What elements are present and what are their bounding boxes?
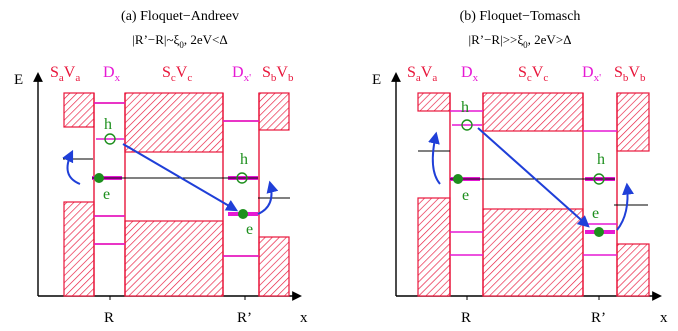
sc-center-lower xyxy=(124,220,224,297)
electron-right xyxy=(238,209,248,219)
panel-b-title: (b) Floquet−Tomasch xyxy=(460,9,581,24)
region-label-sc-vc: ScVc xyxy=(162,64,192,84)
panel-b-quasiparticles: h e h e xyxy=(453,99,605,237)
region-label-sb-vb: SbVb xyxy=(614,64,646,84)
sc-center-upper xyxy=(482,92,584,132)
transfer-arrow xyxy=(477,127,590,228)
panel-b-arrows xyxy=(428,127,634,231)
electron-right-label: e xyxy=(246,221,253,238)
hole-left-label: h xyxy=(461,99,469,116)
panel-b: (b) Floquet−Tomasch |R’−R|>>ξ0, 2eV>Δ Sa… xyxy=(372,9,668,326)
sc-left-upper xyxy=(417,92,451,112)
sc-center-upper xyxy=(124,92,224,153)
region-label-sa-va: SaVa xyxy=(407,64,437,84)
energy-axis-label: E xyxy=(14,72,23,88)
sc-left-lower xyxy=(63,201,95,297)
energy-axis-label: E xyxy=(372,72,381,88)
region-label-dx: Dx xyxy=(461,64,479,84)
region-label-sb-vb: SbVb xyxy=(262,64,294,84)
region-label-sc-vc: ScVc xyxy=(518,64,548,84)
sc-right-upper xyxy=(258,92,290,131)
electron-right-label: e xyxy=(592,205,599,222)
hole-left-label: h xyxy=(104,116,112,133)
panel-a-quasiparticles: h e h e xyxy=(94,116,253,238)
panel-a-title: (a) Floquet−Andreev xyxy=(121,9,239,24)
hole-left xyxy=(104,133,116,145)
electron-left-label: e xyxy=(103,186,110,203)
panel-a-condition: |R’−R|~ξ0, 2eV<Δ xyxy=(132,32,227,50)
region-label-sa-va: SaVa xyxy=(50,64,80,84)
sc-right-lower xyxy=(616,243,650,297)
x-axis-label: x xyxy=(300,310,308,326)
panel-a: (a) Floquet−Andreev |R’−R|~ξ0, 2eV<Δ SaV… xyxy=(14,9,308,326)
panel-a-superconductors xyxy=(63,92,290,297)
panel-b-region-labels: SaVa Dx ScVc Dx' SbVb xyxy=(407,64,646,84)
panel-a-region-labels: SaVa Dx ScVc Dx' SbVb xyxy=(50,64,294,84)
sc-center-lower xyxy=(482,208,584,297)
reflection-arrow-left xyxy=(62,149,81,185)
tick-label-r: R xyxy=(104,310,114,326)
sc-right-lower xyxy=(258,236,290,297)
sc-left-lower xyxy=(417,197,451,297)
panel-b-superconductors xyxy=(417,92,650,297)
region-label-dx-prime: Dx' xyxy=(232,64,251,84)
hole-right xyxy=(593,173,605,185)
electron-left-label: e xyxy=(462,187,469,204)
reflection-arrow-right xyxy=(257,180,279,215)
panel-a-arrows xyxy=(62,143,279,215)
x-axis-label: x xyxy=(660,310,668,326)
reflection-arrow-right xyxy=(616,182,634,231)
tick-label-r-prime: R’ xyxy=(591,310,606,326)
hole-right-label: h xyxy=(240,151,248,168)
hole-left xyxy=(461,119,473,131)
sc-left-upper xyxy=(63,92,95,128)
region-label-dx-prime: Dx' xyxy=(582,64,601,84)
transfer-arrow xyxy=(122,143,239,212)
electron-right xyxy=(594,227,604,237)
sc-right-upper xyxy=(616,92,650,152)
hole-right xyxy=(236,172,248,184)
hole-right-label: h xyxy=(597,151,605,168)
electron-left xyxy=(453,174,463,184)
tick-label-r: R xyxy=(461,310,471,326)
panel-b-condition: |R’−R|>>ξ0, 2eV>Δ xyxy=(468,32,571,50)
electron-left xyxy=(94,173,104,183)
region-label-dx: Dx xyxy=(103,64,121,84)
tick-label-r-prime: R’ xyxy=(237,310,252,326)
reflection-arrow-left xyxy=(428,131,441,185)
